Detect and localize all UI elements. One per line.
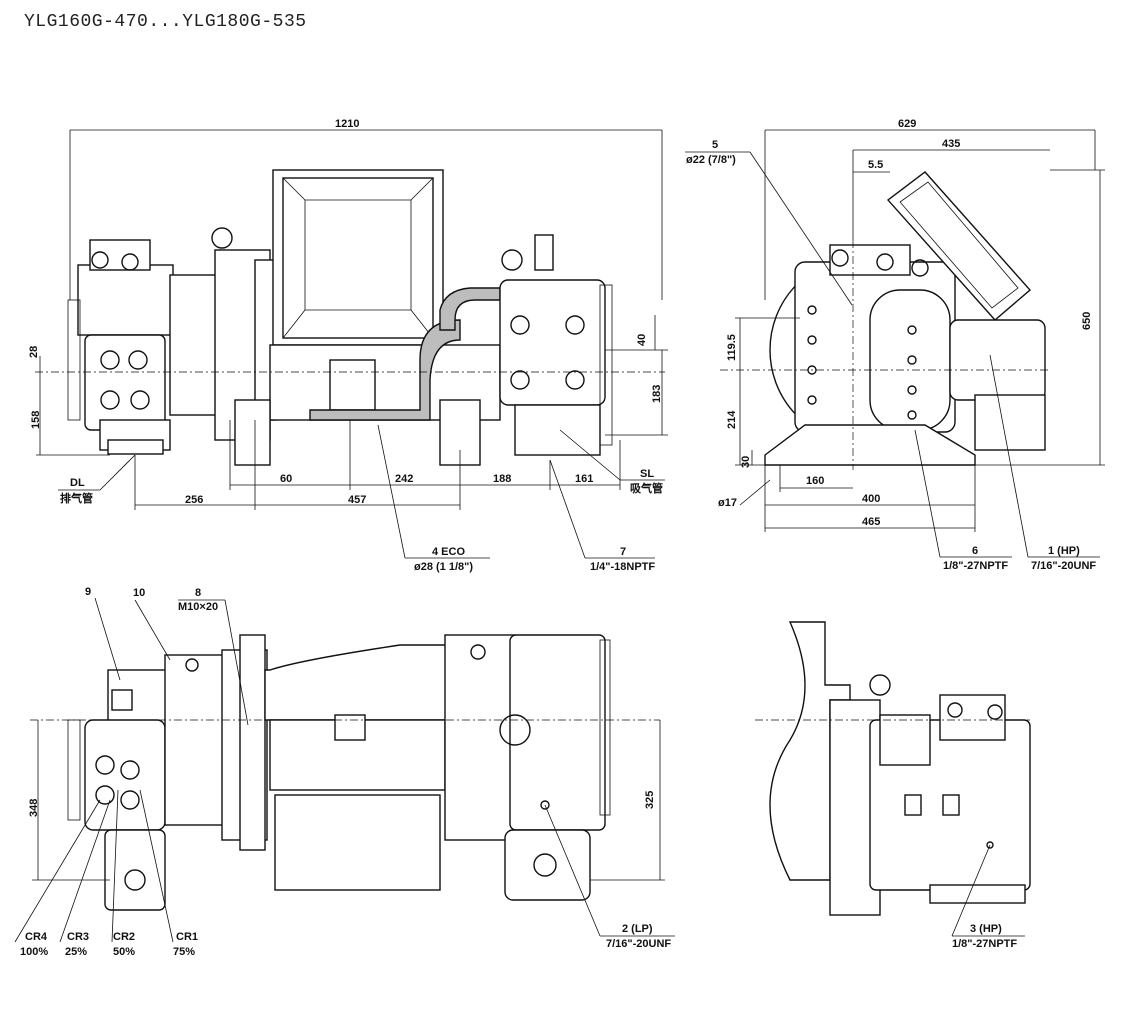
label-cr2: CR2 <box>113 931 135 943</box>
dim-161: 161 <box>575 473 593 485</box>
label-d17: ø17 <box>718 497 737 509</box>
label-eco-num: 4 ECO <box>432 546 465 558</box>
label-p2-num: 2 (LP) <box>622 923 653 935</box>
dim-465: 465 <box>862 516 880 528</box>
dim-28: 28 <box>28 346 40 358</box>
dim-629: 629 <box>898 118 916 130</box>
label-p3-num: 3 (HP) <box>970 923 1002 935</box>
label-cr1-value: 75% <box>173 946 195 958</box>
dim-5-5: 5.5 <box>868 159 883 171</box>
label-p6-num: 6 <box>972 545 978 557</box>
dim-60: 60 <box>280 473 292 485</box>
dim-256: 256 <box>185 494 203 506</box>
label-p5-size: ø22 (7/8") <box>686 154 736 166</box>
detail-view: 3 (HP) 1/8"-27NPTF <box>755 621 1031 950</box>
label-cr4-value: 100% <box>20 946 48 958</box>
dim-183: 183 <box>651 385 663 403</box>
side-view: 629 435 5.5 650 <box>685 118 1105 572</box>
front-view: 1210 <box>28 118 668 573</box>
top-view: 348 325 9 10 8 M10×20 CR4 100% CR3 25% C… <box>14 586 675 958</box>
dim-457: 457 <box>348 494 366 506</box>
dim-348: 348 <box>28 799 40 817</box>
label-p3-size: 1/8"-27NPTF <box>952 938 1017 950</box>
label-cr3-value: 25% <box>65 946 87 958</box>
dim-1210: 1210 <box>335 118 359 130</box>
dim-325: 325 <box>644 791 656 809</box>
label-p9: 9 <box>85 586 91 598</box>
dim-435: 435 <box>942 138 960 150</box>
dim-188: 188 <box>493 473 511 485</box>
label-cr3: CR3 <box>67 931 89 943</box>
label-dl: DL <box>70 477 85 489</box>
label-eco-size: ø28 (1 1/8") <box>414 561 473 573</box>
dim-40: 40 <box>636 334 648 346</box>
label-sl-cn: 吸气管 <box>630 481 663 495</box>
dim-160: 160 <box>806 475 824 487</box>
label-p1-num: 1 (HP) <box>1048 545 1080 557</box>
dim-400: 400 <box>862 493 880 505</box>
label-p6-size: 1/8"-27NPTF <box>943 560 1008 572</box>
drawing-title: YLG160G-470...YLG180G-535 <box>24 12 307 32</box>
dim-119-5: 119.5 <box>726 334 738 361</box>
label-sl: SL <box>640 468 654 480</box>
dim-30: 30 <box>740 456 752 468</box>
dim-214: 214 <box>726 410 738 429</box>
label-p8-num: 8 <box>195 587 201 599</box>
label-p5-num: 5 <box>712 139 718 151</box>
label-cr4: CR4 <box>25 931 48 943</box>
dim-650: 650 <box>1081 312 1093 330</box>
label-p8-size: M10×20 <box>178 601 218 613</box>
label-cr1: CR1 <box>176 931 198 943</box>
label-p7-num: 7 <box>620 546 626 558</box>
label-p2-size: 7/16"-20UNF <box>606 938 671 950</box>
label-dl-cn: 排气管 <box>60 491 93 505</box>
label-cr2-value: 50% <box>113 946 135 958</box>
dim-242: 242 <box>395 473 413 485</box>
label-p7-size: 1/4"-18NPTF <box>590 561 655 573</box>
label-p10: 10 <box>133 587 145 599</box>
label-p1-size: 7/16"-20UNF <box>1031 560 1096 572</box>
dim-158: 158 <box>30 411 42 429</box>
